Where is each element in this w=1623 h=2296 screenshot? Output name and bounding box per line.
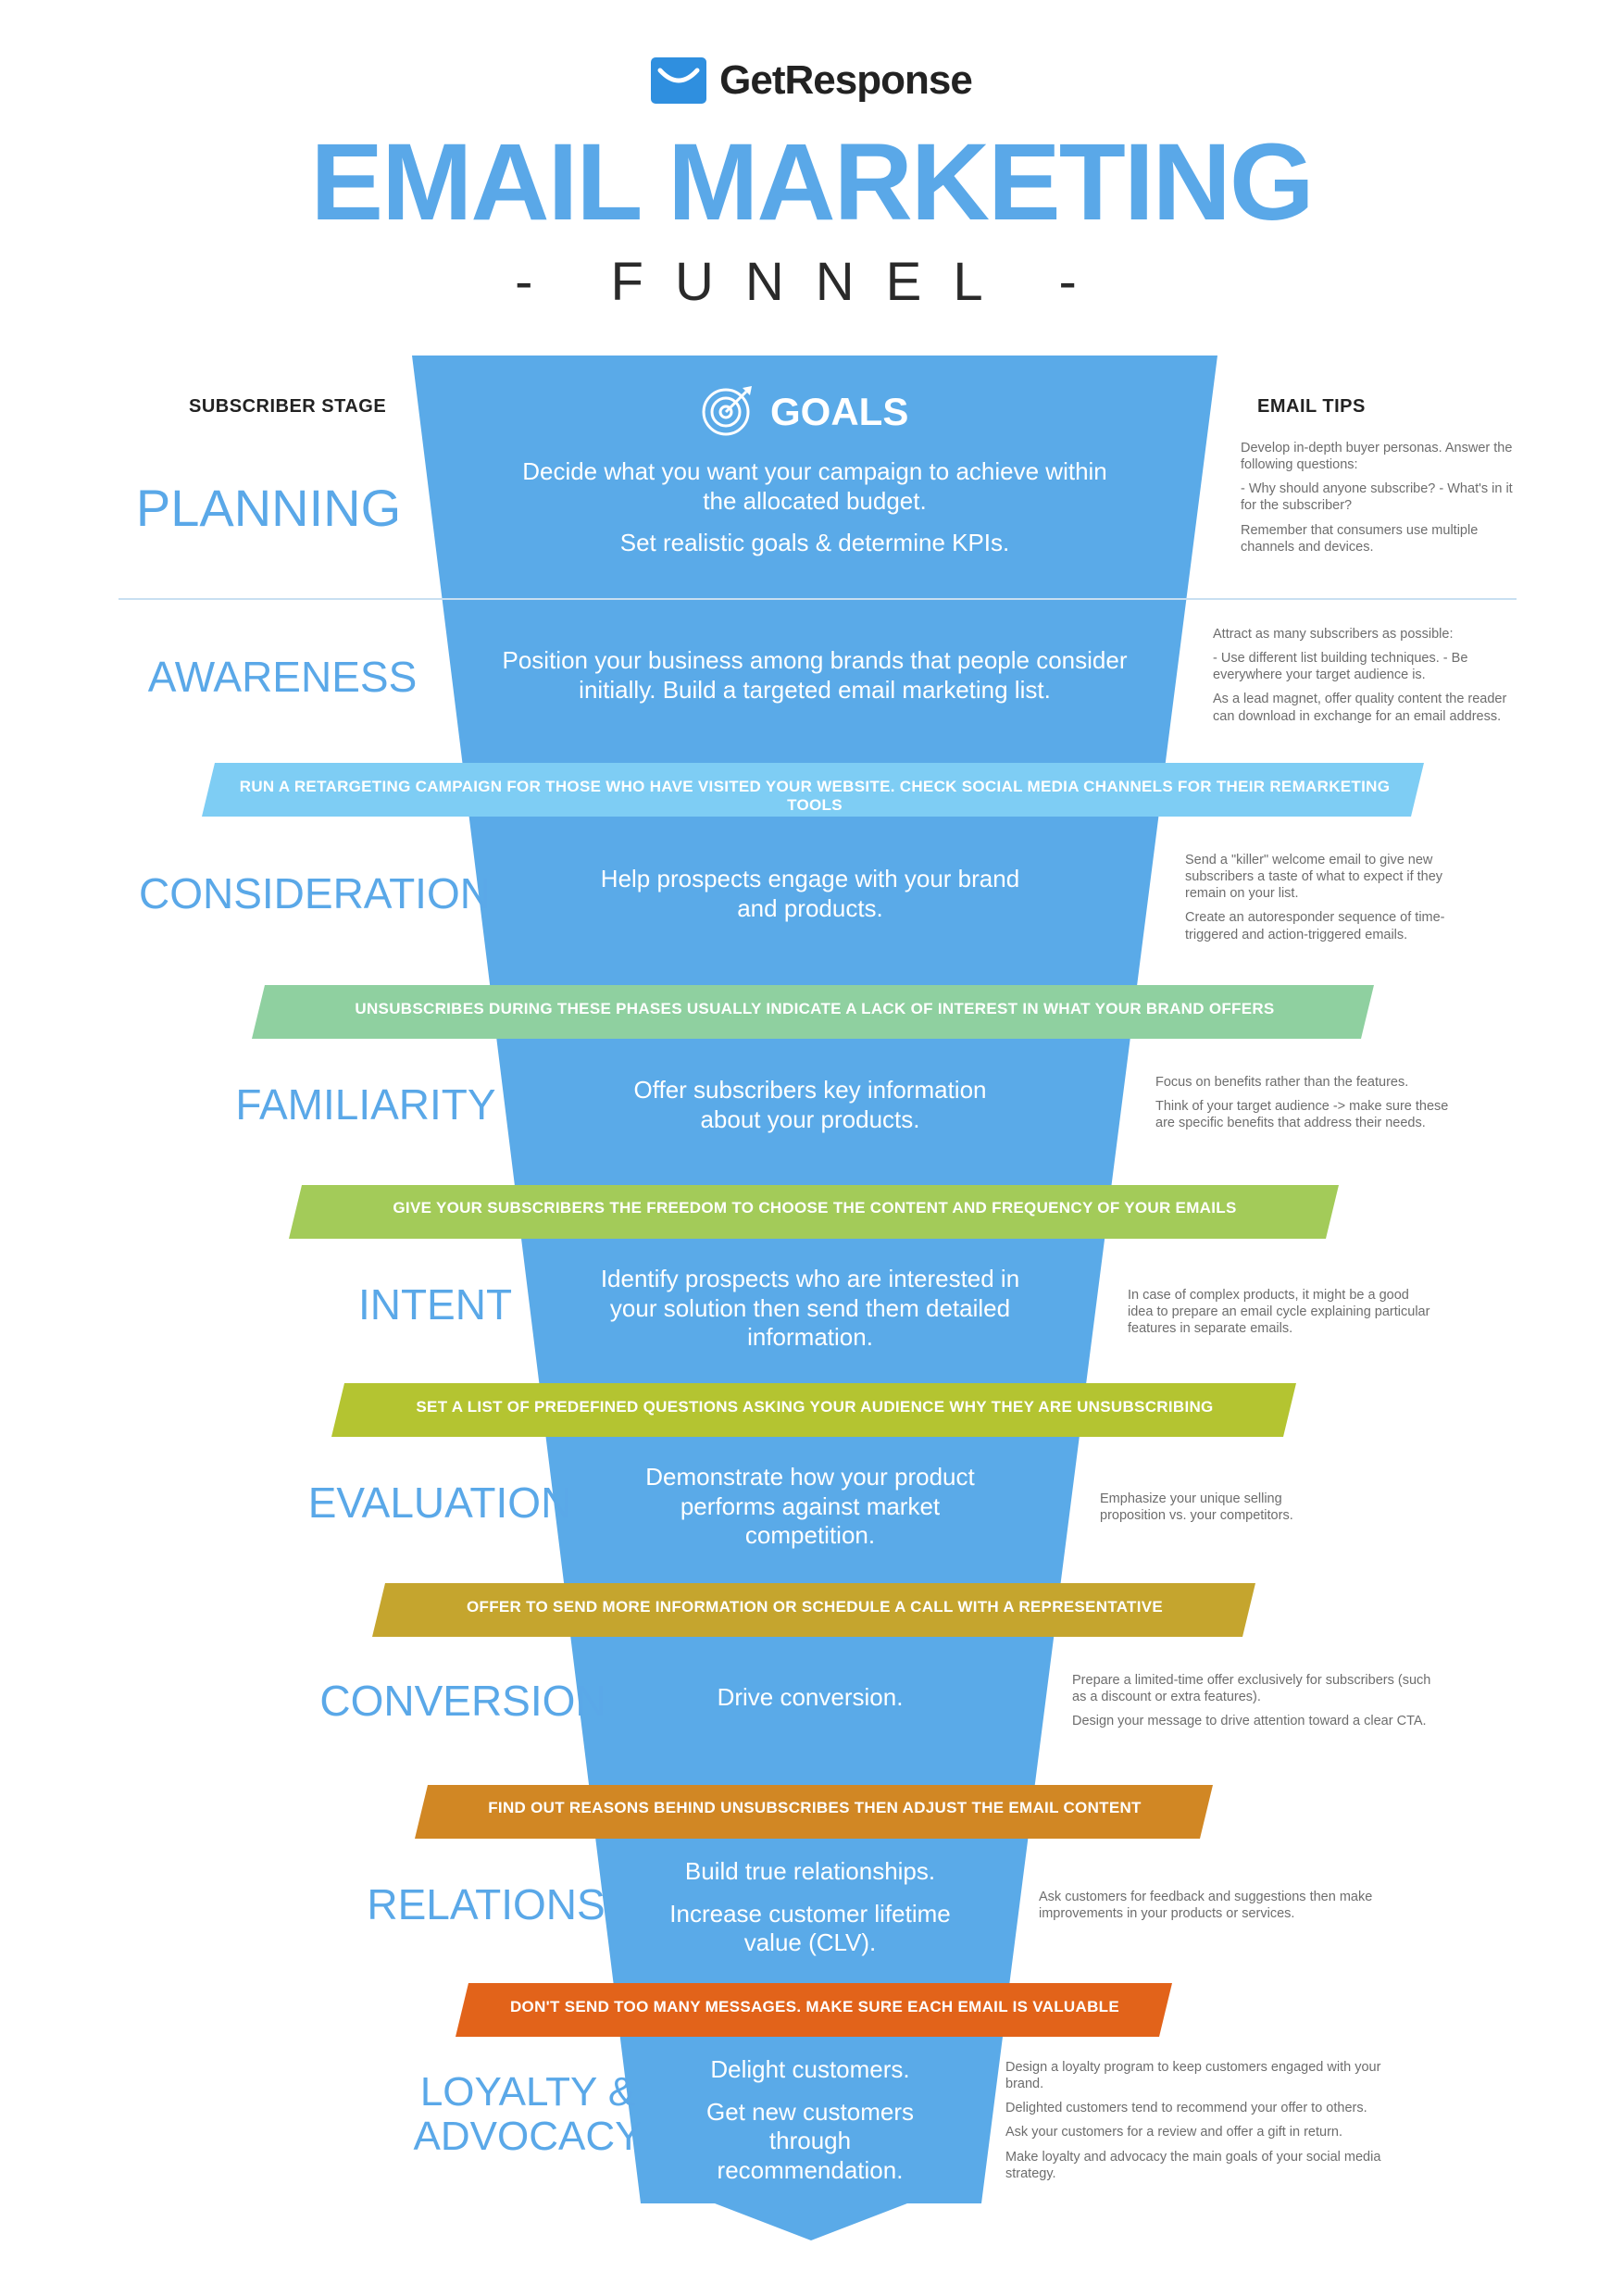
band-unsubscribes-interest [252,985,1374,1039]
brand-logo: GetResponse [0,57,1623,113]
stage-name-familiarity: FAMILIARITY [235,1080,496,1129]
stage-tips-awareness: Attract as many subscribers as possible:… [1213,627,1507,724]
stage-goal-conversion: Drive conversion. [717,1683,904,1711]
band-label-more-information: OFFER TO SEND MORE INFORMATION OR SCHEDU… [467,1598,1163,1616]
page-title: EMAIL MARKETING [310,121,1314,243]
page-subtitle: - FUNNEL - [515,252,1108,312]
band-label-adjust-content: FIND OUT REASONS BEHIND UNSUBSCRIBES THE… [488,1799,1142,1816]
stage-tips-consideration: Send a "killer" welcome email to give ne… [1185,853,1445,942]
stage-name-consideration: CONSIDERATION [139,869,491,917]
band-label-freedom-content: GIVE YOUR SUBSCRIBERS THE FREEDOM TO CHO… [393,1199,1237,1217]
stage-goal-planning: Decide what you want your campaign to ac… [522,457,1107,557]
band-more-information [372,1583,1255,1637]
band-adjust-content [415,1785,1213,1839]
band-label-predefined-questions: SET A LIST OF PREDEFINED QUESTIONS ASKIN… [416,1398,1214,1416]
stage-name-relations: RELATIONS [367,1880,606,1928]
stage-name-loyalty-advocacy: LOYALTY & ADVOCACY [413,2069,643,2160]
subscriber-stage-heading: SUBSCRIBER STAGE [189,396,387,417]
stage-name-evaluation: EVALUATION [307,1479,572,1527]
band-label-retargeting: RUN A RETARGETING CAMPAIGN FOR THOSE WHO… [239,778,1391,814]
stage-goal-consideration: Help prospects engage with your brand an… [600,865,1020,922]
stage-name-awareness: AWARENESS [147,653,418,701]
stage-goal-loyalty-advocacy: Delight customers. Get new customers thr… [706,2055,914,2185]
band-freedom-content [289,1185,1339,1239]
funnel-shape [412,356,1217,2240]
email-tips-heading: EMAIL TIPS [1257,396,1366,417]
band-predefined-questions [331,1383,1296,1437]
stage-name-intent: INTENT [357,1280,513,1329]
stage-tips-planning: Develop in-depth buyer personas. Answer … [1241,441,1513,555]
bands-layer [202,763,1424,2037]
band-retargeting [202,763,1424,817]
band-label-valuable-emails: DON'T SEND TOO MANY MESSAGES. MAKE SURE … [509,1998,1119,2015]
envelope-icon [651,57,707,104]
band-valuable-emails [456,1983,1172,2037]
stage-goal-awareness: Position your business among brands that… [502,646,1128,704]
stage-tips-relations: Ask customers for feedback and suggestio… [1039,1890,1373,1922]
target-icon [700,382,755,443]
section-divider [119,598,1517,600]
stage-goal-familiarity: Offer subscribers key information about … [633,1076,987,1133]
brand-name: GetResponse [719,57,973,103]
stage-tips-loyalty-advocacy: Design a loyalty program to keep custome… [1005,2060,1381,2181]
stage-tips-intent: In case of complex products, it might be… [1128,1288,1430,1337]
band-label-unsubscribes-interest: UNSUBSCRIBES DURING THESE PHASES USUALLY… [355,1000,1275,1017]
stage-tips-evaluation: Emphasize your unique selling propositio… [1100,1491,1293,1524]
stage-goal-intent: Identify prospects who are interested in… [600,1265,1020,1352]
stage-name-conversion: CONVERSION [319,1677,606,1725]
stage-goal-relations: Build true relationships. Increase custo… [669,1857,951,1957]
stage-tips-conversion: Prepare a limited-time offer exclusively… [1072,1673,1431,1729]
goals-heading: GOALS [700,381,908,443]
stage-name-planning: PLANNING [135,479,402,537]
stage-tips-familiarity: Focus on benefits rather than the featur… [1155,1075,1449,1131]
stage-goal-evaluation: Demonstrate how your product performs ag… [645,1463,975,1550]
